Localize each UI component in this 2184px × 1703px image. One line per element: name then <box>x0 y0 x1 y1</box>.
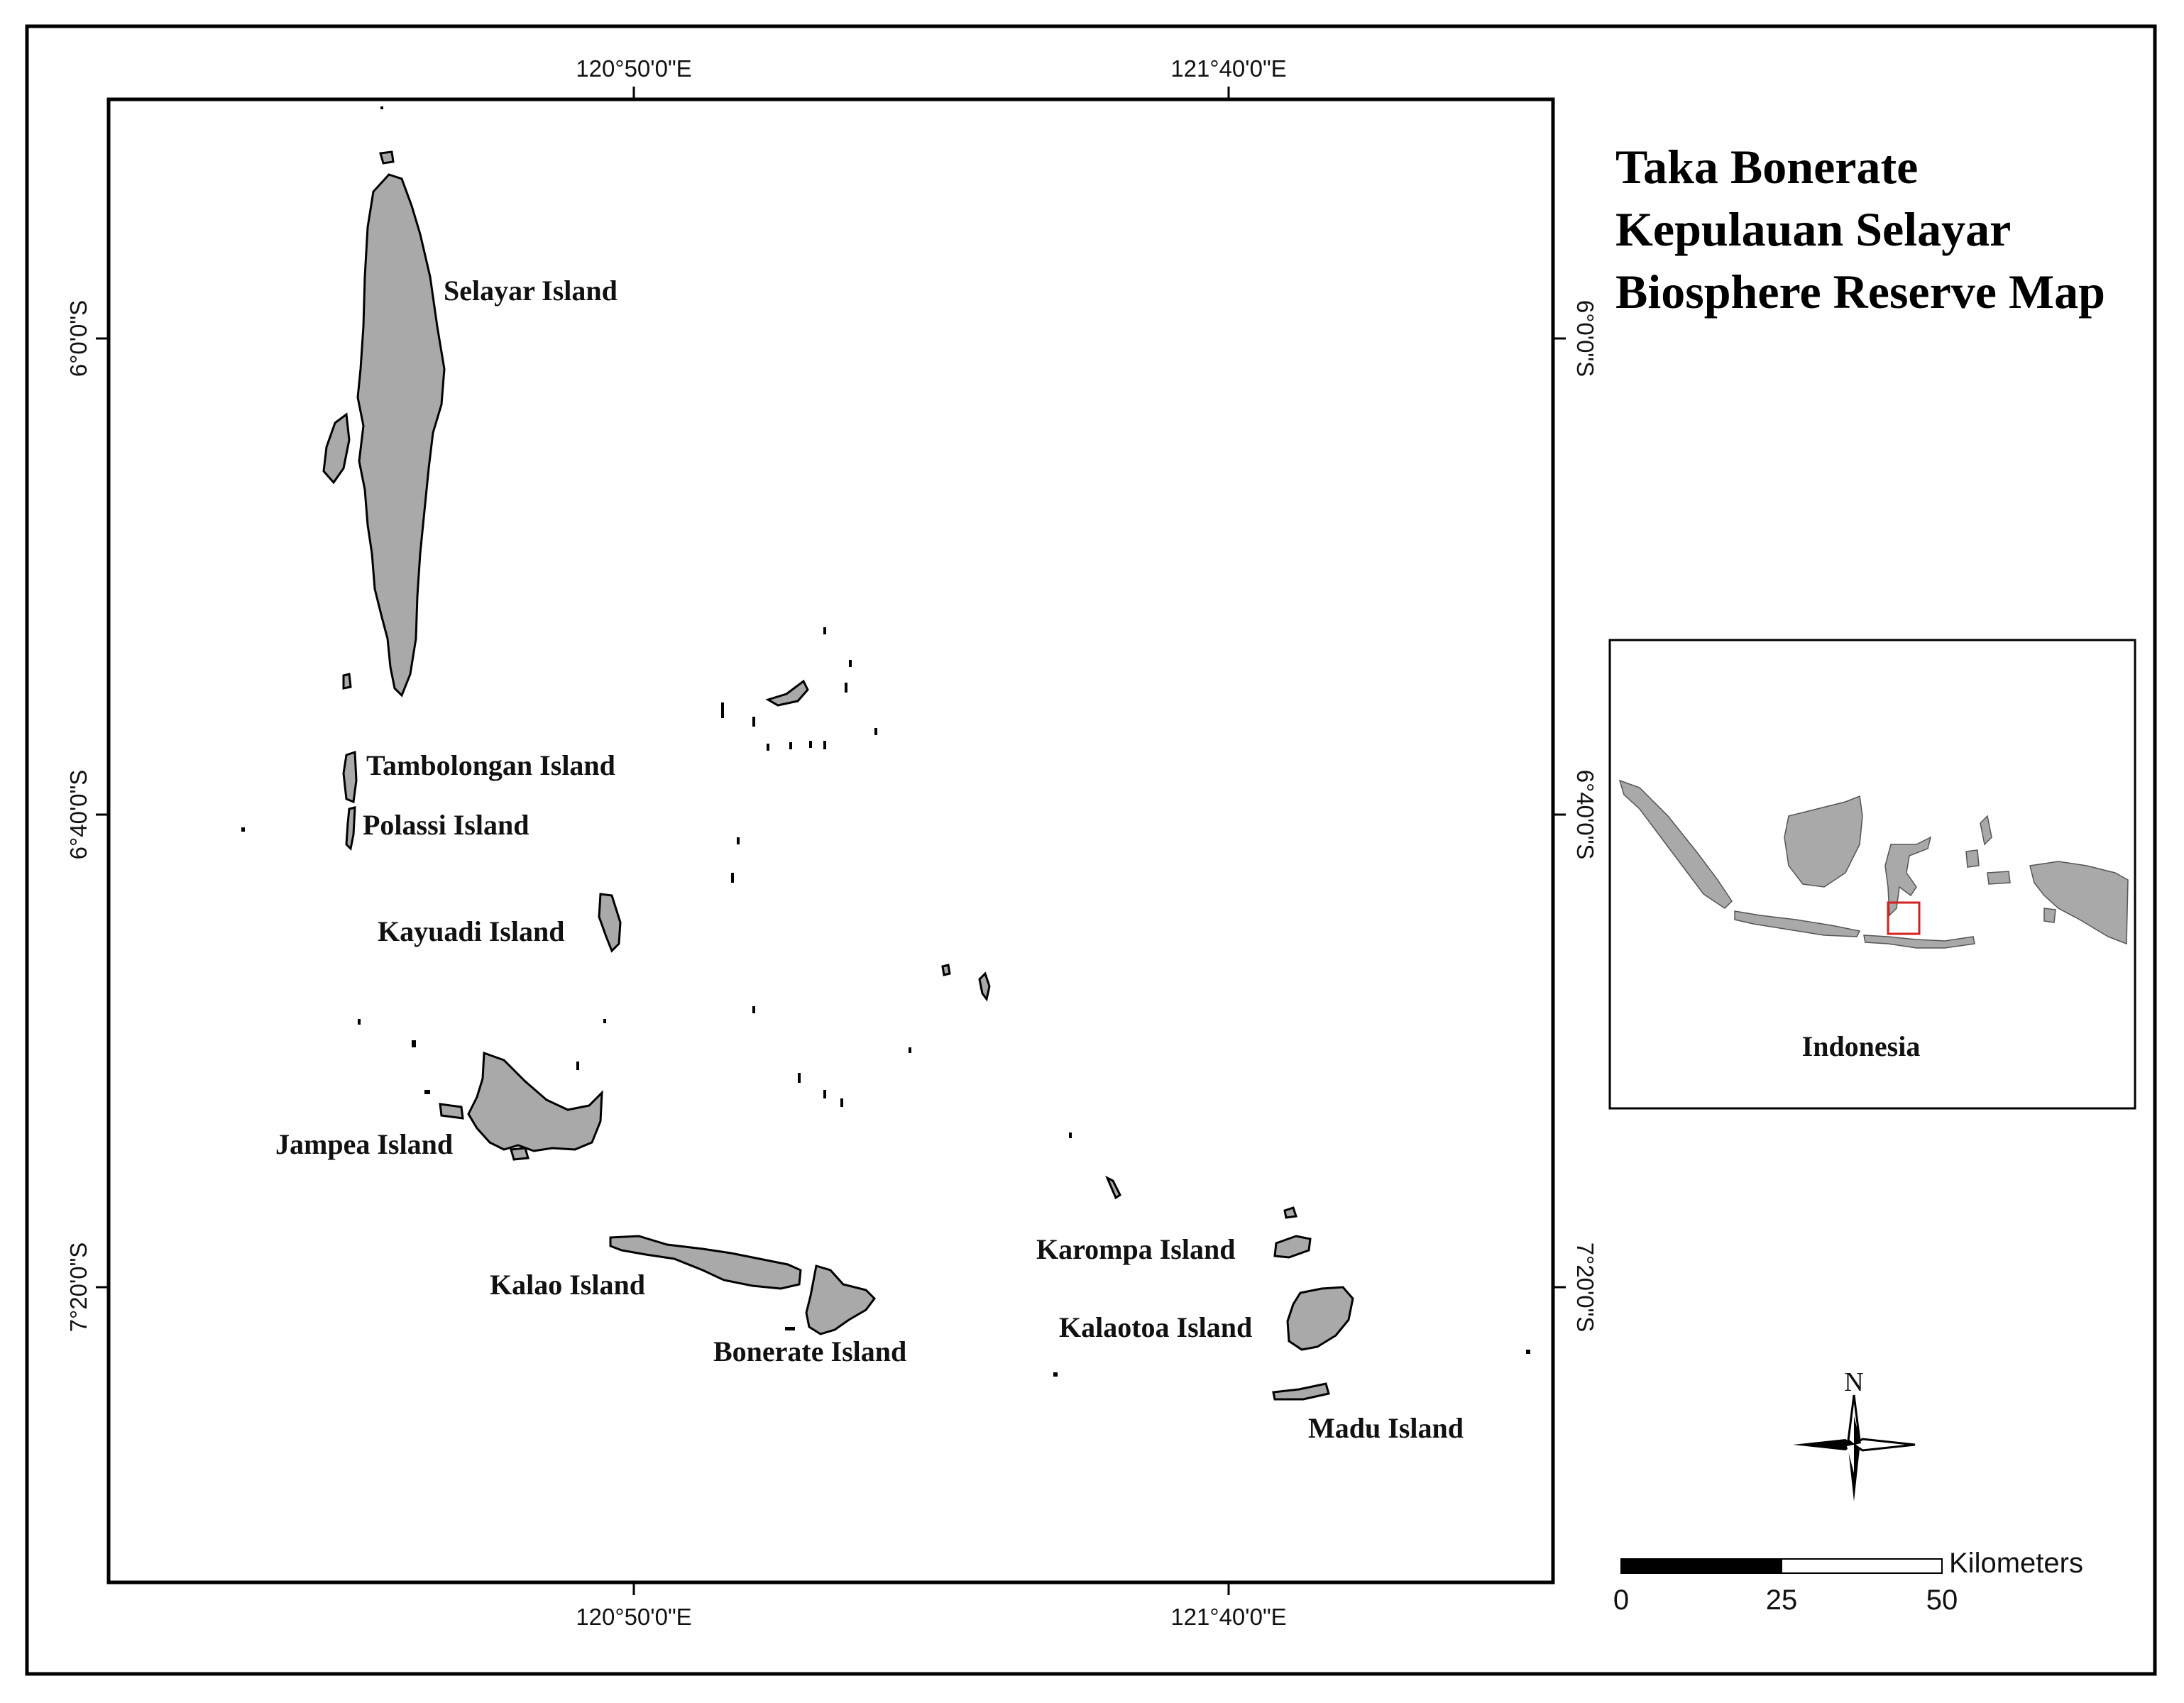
study-area-highlight <box>1887 901 1921 935</box>
top-lon-label: 120°50'0"E <box>576 55 691 82</box>
island-label: Kalao Island <box>490 1269 645 1301</box>
title-line: Kepulauan Selayar <box>1615 202 2011 256</box>
island-label: Kayuadi Island <box>378 915 564 947</box>
graticule-ticks <box>96 87 1566 1595</box>
islet-shape <box>379 150 395 165</box>
islet-shape <box>1283 1206 1297 1219</box>
right-lat-label: 6°40'0"S <box>1572 770 1598 860</box>
island-label: Karompa Island <box>1036 1233 1235 1265</box>
reef-islet-shape <box>765 679 809 707</box>
selayar-island-shape <box>356 173 446 698</box>
scale-tick-label: 0 <box>1613 1584 1629 1616</box>
reef-islet-shape <box>941 964 951 976</box>
map-title: Taka Bonerate Kepulauan Selayar Biospher… <box>1615 140 2105 319</box>
bonerate-island-shape <box>805 1264 876 1335</box>
compass-rose-icon: N <box>1793 1367 1916 1501</box>
reef-islet-shape <box>1105 1175 1121 1200</box>
islet-shape <box>342 673 352 690</box>
inset-label: Indonesia <box>1802 1030 1921 1062</box>
left-lat-label: 6°0'0"S <box>65 300 92 377</box>
scale-tick-label: 50 <box>1926 1584 1958 1616</box>
tambolongan-island-shape <box>342 750 358 804</box>
island-label: Bonerate Island <box>713 1335 906 1367</box>
scale-tick-label: 25 <box>1766 1584 1798 1616</box>
title-line: Biosphere Reserve Map <box>1615 265 2105 319</box>
bottom-lon-label: 121°40'0"E <box>1170 1604 1286 1630</box>
north-label: N <box>1844 1367 1863 1397</box>
right-lat-label: 6°0'0"S <box>1572 300 1598 377</box>
island-labels: Selayar Island Tambolongan Island Polass… <box>275 275 1464 1444</box>
madu-island-shape <box>1272 1382 1330 1401</box>
kalao-island-shape <box>609 1235 802 1290</box>
top-lon-label: 121°40'0"E <box>1170 55 1286 82</box>
title-line: Taka Bonerate <box>1615 140 1918 194</box>
kayuadi-island-shape <box>598 893 622 953</box>
island-label: Kalaotoa Island <box>1059 1311 1252 1343</box>
reef-dots <box>241 106 1530 1377</box>
kalaotoa-island-shape <box>1286 1286 1354 1351</box>
main-map: 120°50'0"E 121°40'0"E 120°50'0"E 121°40'… <box>65 55 1598 1630</box>
outer-frame <box>25 24 2157 1676</box>
island-label: Tambolongan Island <box>366 749 615 781</box>
indonesia-shape <box>1618 779 2129 949</box>
island-label: Jampea Island <box>275 1128 453 1160</box>
island-label: Selayar Island <box>444 275 618 307</box>
right-lat-label: 7°20'0"S <box>1572 1242 1598 1333</box>
reef-islet-shape <box>978 971 991 1002</box>
scale-unit-label: Kilometers <box>1949 1548 2083 1579</box>
left-lat-label: 7°20'0"S <box>65 1242 92 1333</box>
inset-map: Indonesia <box>1608 639 2136 1110</box>
polassi-island-shape <box>345 806 356 852</box>
karompa-island-shape <box>1273 1235 1312 1259</box>
islands-layer <box>241 106 1530 1401</box>
scale-bar: Kilometers 0 25 50 <box>1613 1548 2083 1616</box>
island-label: Madu Island <box>1308 1412 1464 1444</box>
bottom-lon-label: 120°50'0"E <box>576 1604 691 1630</box>
scale-segment-empty <box>1781 1558 1943 1574</box>
left-lat-label: 6°40'0"S <box>65 770 92 860</box>
scale-segment-filled <box>1620 1558 1782 1574</box>
island-label: Polassi Island <box>363 809 529 841</box>
islet-shape <box>439 1103 464 1120</box>
islet-shape <box>510 1147 529 1161</box>
selayar-islet-shape <box>322 412 351 485</box>
jampea-island-shape <box>467 1051 603 1152</box>
